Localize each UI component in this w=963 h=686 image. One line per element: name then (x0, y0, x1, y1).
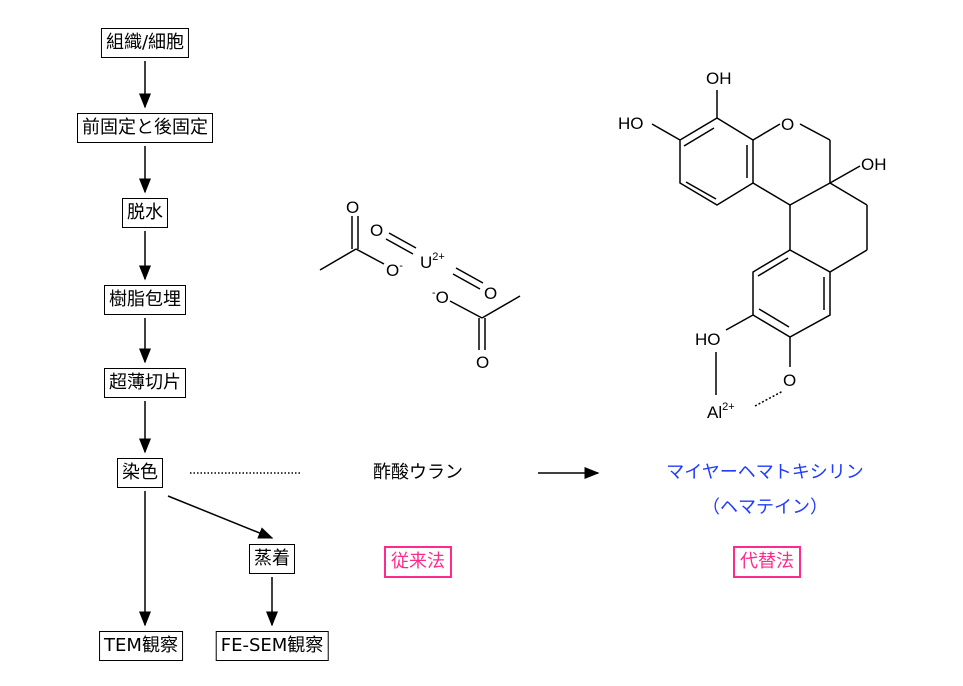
hematein-structure (651, 90, 868, 407)
step-ultrathin-section: 超薄切片 (104, 368, 186, 398)
atom-label: HO (618, 114, 644, 133)
hematein-label: （ヘマテイン） (702, 497, 828, 518)
step-fixation: 前固定と後固定 (77, 113, 213, 143)
aluminium-label: Al2+ (707, 401, 735, 422)
atom-label: O (346, 198, 359, 217)
alternative-method-badge: 代替法 (733, 546, 801, 578)
uranium-label: U2+ (420, 251, 445, 272)
atom-label: O (484, 284, 497, 303)
step-staining: 染色 (117, 458, 163, 488)
conventional-method-badge: 従来法 (384, 546, 452, 578)
uranyl-acetate-label: 酢酸ウラン (373, 462, 463, 483)
atom-label: O (476, 353, 489, 372)
step-deposition: 蒸着 (249, 544, 295, 574)
step-fesem-observation: FE-SEM観察 (215, 631, 329, 661)
atom-label: -O (432, 287, 449, 307)
atom-label: OH (861, 155, 887, 174)
step-tissue-cell: 組織/細胞 (100, 28, 190, 58)
atom-label: OH (706, 69, 732, 88)
mayer-hematoxylin-label: マイヤーヘマトキシリン (666, 462, 864, 483)
step-dehydration: 脱水 (122, 198, 168, 228)
step-tem-observation: TEM観察 (99, 631, 183, 661)
step-resin-embedding: 樹脂包埋 (104, 285, 186, 315)
flow-arrow (167, 495, 274, 539)
atom-label: HO (695, 330, 721, 349)
atom-label: O (370, 221, 383, 240)
atom-label: O- (386, 260, 403, 280)
uranyl-acetate-structure (319, 216, 521, 350)
atom-label: O (783, 371, 796, 390)
atom-label: O (781, 115, 794, 134)
